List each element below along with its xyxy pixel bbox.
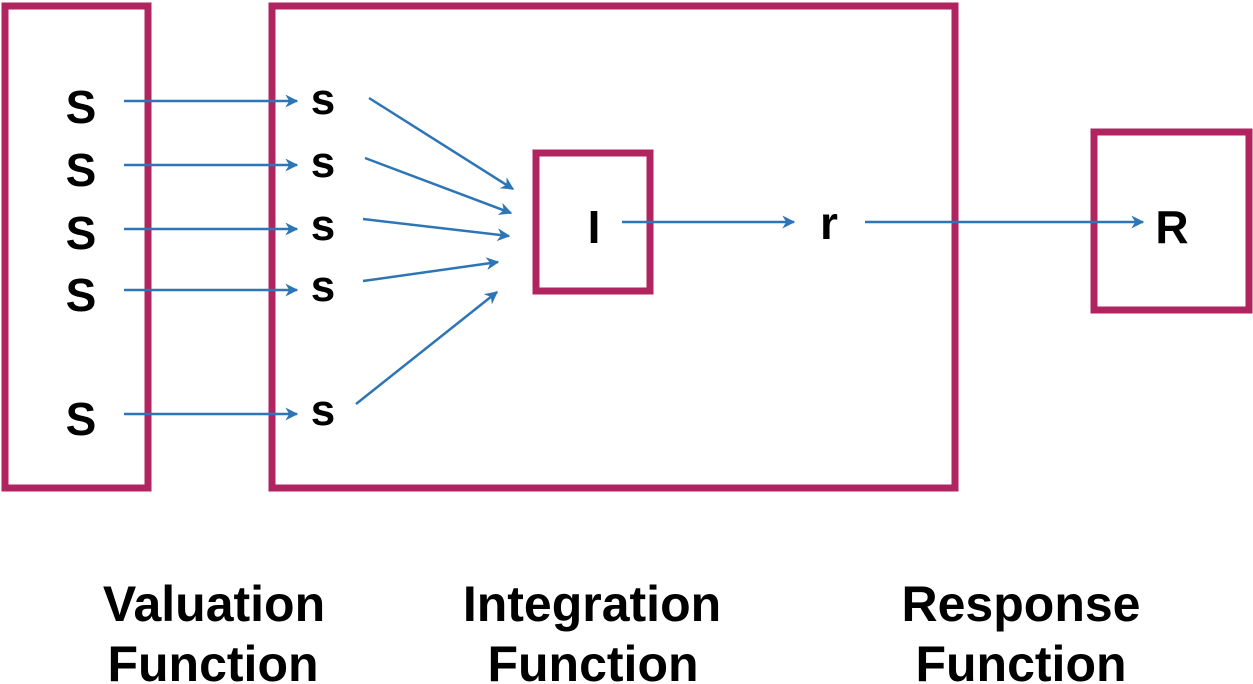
integration-box [268, 2, 959, 492]
integration-arrow [368, 96, 515, 191]
subjective-value-label: s [311, 386, 335, 435]
valuation-box [1, 2, 152, 492]
integrator-label: I [588, 201, 601, 253]
subjective-value-label: s [311, 75, 335, 124]
integration-arrow [364, 156, 513, 215]
integrated-value-label: r [820, 197, 838, 249]
stimulus-label: S [66, 269, 97, 321]
valuation-caption-line2: Function [107, 636, 318, 684]
stimulus-label: S [66, 393, 97, 445]
response-label: R [1155, 201, 1188, 253]
stimulus-label: S [66, 207, 97, 259]
valuation-caption-line1: Valuation [103, 576, 325, 632]
integration-caption-line2: Function [487, 636, 698, 684]
stimulus-label: S [66, 81, 97, 133]
response-caption-line1: Response [902, 576, 1141, 632]
integration-arrow [355, 291, 499, 405]
response-caption-line2: Function [915, 636, 1126, 684]
stimulus-label: S [66, 144, 97, 196]
integration-arrow [362, 257, 500, 283]
subjective-value-label: s [311, 201, 335, 250]
integration-caption-line1: Integration [463, 576, 721, 632]
integration-arrow [362, 217, 511, 242]
subjective-value-label: s [311, 262, 335, 311]
subjective-value-label: s [311, 138, 335, 187]
